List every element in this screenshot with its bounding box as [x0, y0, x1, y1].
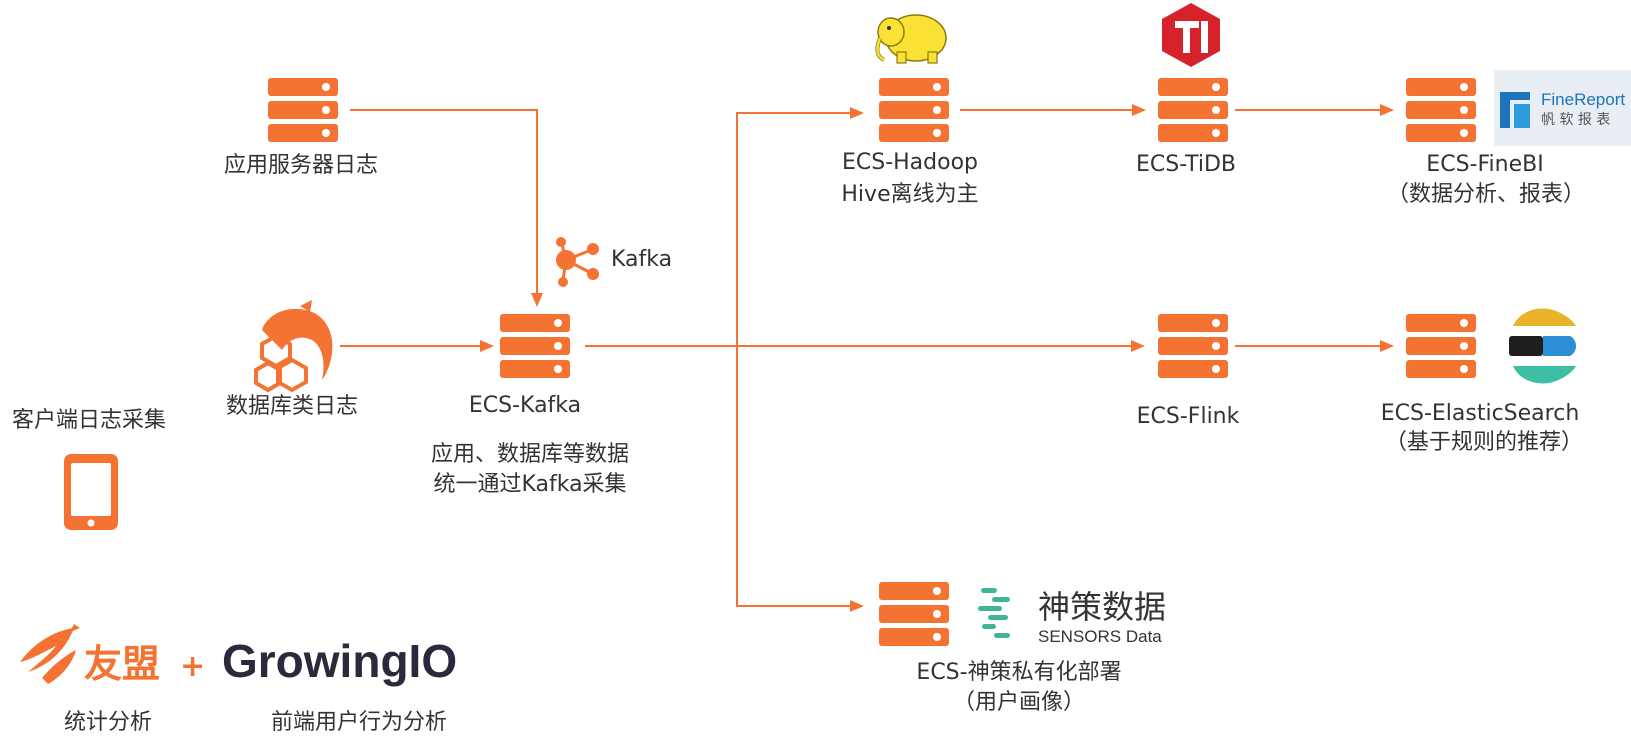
finereport-logo: FineReport 帆 软 报 表 — [1494, 70, 1631, 146]
umeng-logo: 友盟 + — [20, 624, 205, 686]
arrow-branch-to-sensors — [736, 346, 864, 612]
finebi-sub-label: （数据分析、报表） — [1386, 182, 1586, 207]
finereport-name: FineReport — [1541, 90, 1625, 109]
sensors-cn-name: 神策数据 — [1038, 588, 1166, 626]
kafka-tag-label: Kafka — [611, 247, 673, 272]
server-icon-kafka — [500, 314, 570, 378]
hadoop-elephant-icon — [875, 14, 947, 64]
sensors-data-logo: 神策数据 SENSORS Data — [978, 588, 1166, 646]
flink-label: ECS-Flink — [1136, 404, 1240, 429]
kafka-node-label: ECS-Kafka — [468, 393, 582, 418]
growingio-logo: GrowingIO — [222, 635, 457, 687]
hadoop-sub-label: Hive离线为主 — [841, 182, 979, 207]
tidb-label: ECS-TiDB — [1135, 152, 1237, 177]
arrow-branch-to-hadoop — [736, 107, 864, 346]
mysql-dolphin-icon — [254, 300, 333, 393]
umeng-name: 友盟 — [84, 642, 160, 686]
database-label: 数据库类日志 — [225, 394, 359, 419]
server-icon-elastic — [1406, 314, 1476, 378]
growingio-name: GrowingIO — [222, 635, 457, 687]
tidb-logo-icon — [1162, 3, 1220, 67]
finereport-sub: 帆 软 报 表 — [1541, 112, 1610, 128]
sensors-en-name: SENSORS Data — [1038, 627, 1162, 646]
kafka-desc-line2: 统一通过Kafka采集 — [433, 472, 627, 497]
elasticsearch-logo-icon — [1509, 308, 1576, 384]
hadoop-label: ECS-Hadoop — [841, 150, 979, 175]
server-icon-finebi — [1406, 78, 1476, 142]
growingio-caption: 前端用户行为分析 — [270, 710, 448, 735]
server-icon-tidb — [1158, 78, 1228, 142]
server-icon-app — [268, 78, 338, 142]
finebi-label: ECS-FineBI — [1426, 152, 1544, 177]
client-label: 客户端日志采集 — [12, 408, 167, 433]
server-icon-flink — [1158, 314, 1228, 378]
connectors — [340, 104, 1394, 612]
elastic-label: ECS-ElasticSearch — [1380, 401, 1580, 426]
elastic-sub-label: （基于规则的推荐） — [1384, 430, 1584, 455]
sensors-label: ECS-神策私有化部署 — [916, 660, 1122, 685]
app-server-label: 应用服务器日志 — [223, 153, 379, 178]
server-icon-hadoop — [879, 78, 949, 142]
kafka-icon — [556, 237, 599, 287]
umeng-plus: + — [180, 649, 205, 684]
arrow-app-to-kafka — [350, 109, 543, 307]
umeng-caption: 统计分析 — [63, 710, 153, 735]
sensors-sub-label: （用户画像） — [952, 690, 1086, 715]
server-icon-sensors — [879, 582, 949, 646]
phone-icon — [64, 454, 118, 530]
kafka-desc-line1: 应用、数据库等数据 — [430, 442, 630, 467]
